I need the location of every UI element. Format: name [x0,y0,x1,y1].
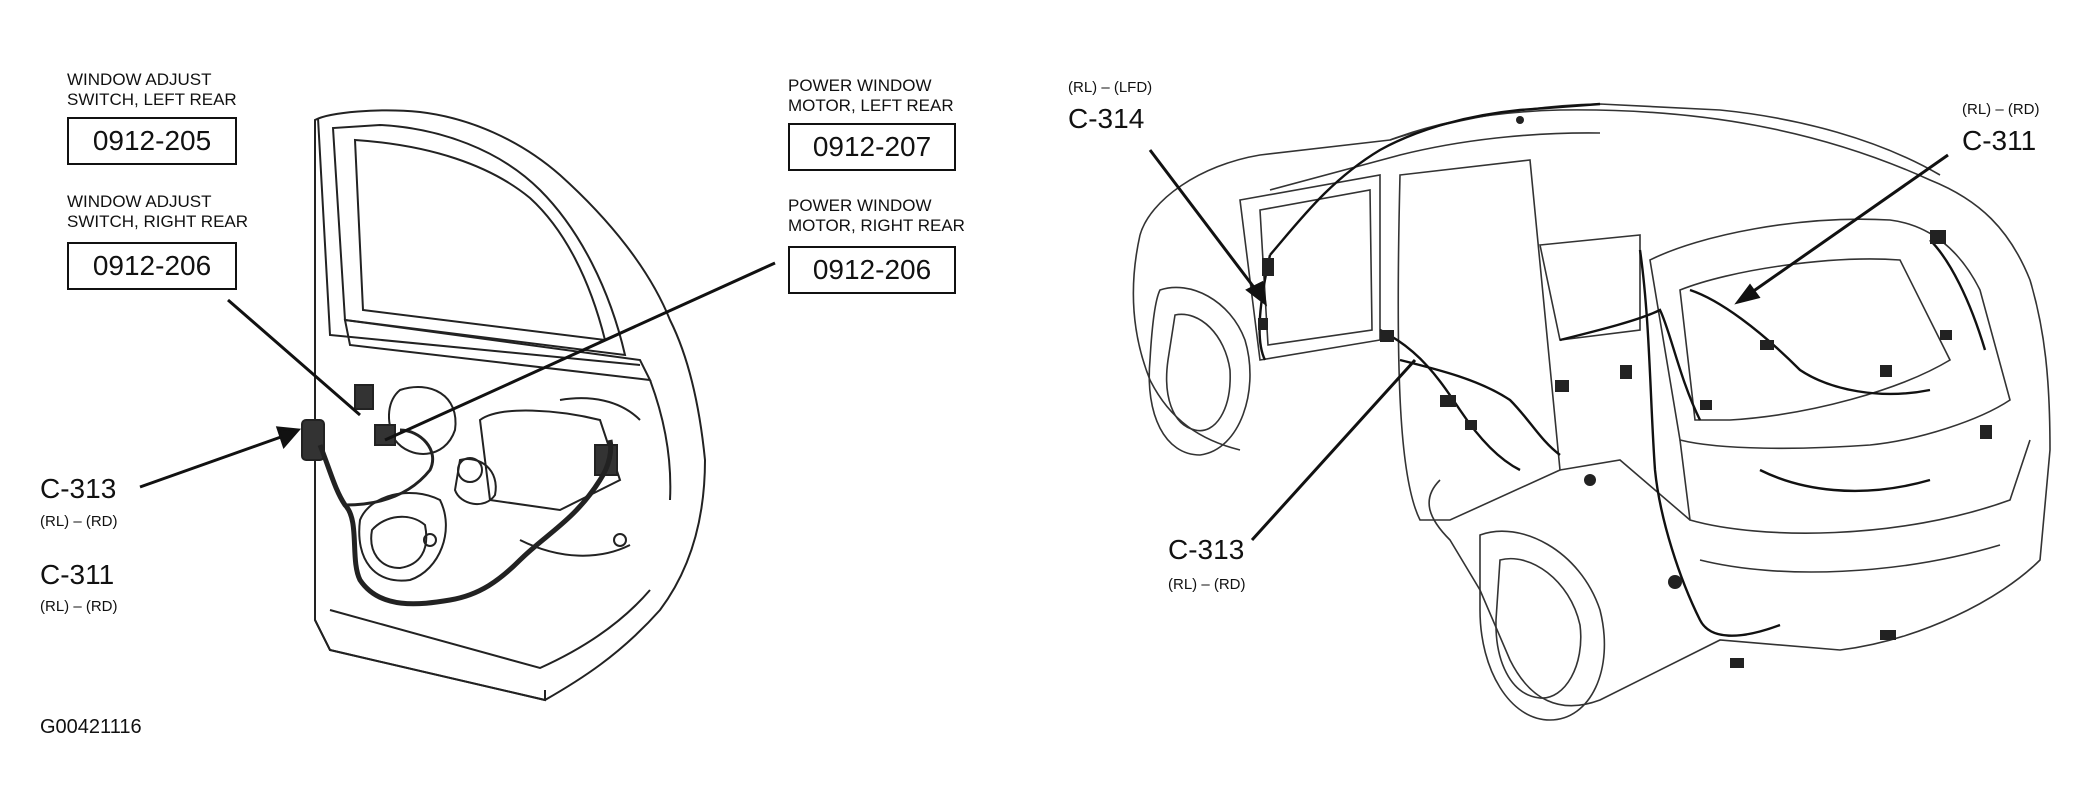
switch-right-rear-title-line1: WINDOW ADJUST [67,192,212,211]
right-c313-sub: (RL) – (RD) [1168,576,1246,593]
switch-left-rear-title-line1: WINDOW ADJUST [67,70,212,89]
motor-right-rear-title-line2: MOTOR, RIGHT REAR [788,216,965,235]
right-c313-id: C-313 [1168,534,1245,565]
left-leader-lines [139,261,776,489]
motor-right-rear-title: POWER WINDOW MOTOR, RIGHT REAR [788,196,965,236]
right-c311-id: C-311 [1962,125,2037,156]
switch-right-rear-code: 0912-206 [67,242,237,290]
figure-id: G00421116 [40,716,142,738]
motor-left-rear-title: POWER WINDOW MOTOR, LEFT REAR [788,76,954,116]
right-leader-lines [1148,149,1949,542]
motor-left-rear-code: 0912-207 [788,123,956,171]
vehicle-illustration [1132,102,2051,721]
switch-left-rear-title: WINDOW ADJUST SWITCH, LEFT REAR [67,70,237,110]
motor-left-rear-title-line2: MOTOR, LEFT REAR [788,96,954,115]
switch-right-rear-title-line2: SWITCH, RIGHT REAR [67,212,249,231]
motor-right-rear-title-line1: POWER WINDOW [788,196,932,215]
motor-right-rear-code: 0912-206 [788,246,956,294]
right-c314-sub: (RL) – (LFD) [1068,79,1153,96]
right-c314-id: C-314 [1068,103,1145,134]
right-c311-sub: (RL) – (RD) [1962,101,2040,118]
rear-door-illustration [301,109,707,702]
switch-left-rear-code: 0912-205 [67,117,237,165]
motor-left-rear-title-line1: POWER WINDOW [788,76,932,95]
left-c313-id: C-313 [40,473,117,504]
switch-left-rear-title-line2: SWITCH, LEFT REAR [67,90,237,109]
left-c313-sub: (RL) – (RD) [40,513,118,530]
left-c311-id: C-311 [40,559,115,590]
left-c311-sub: (RL) – (RD) [40,598,118,615]
switch-right-rear-title: WINDOW ADJUST SWITCH, RIGHT REAR [67,192,248,232]
